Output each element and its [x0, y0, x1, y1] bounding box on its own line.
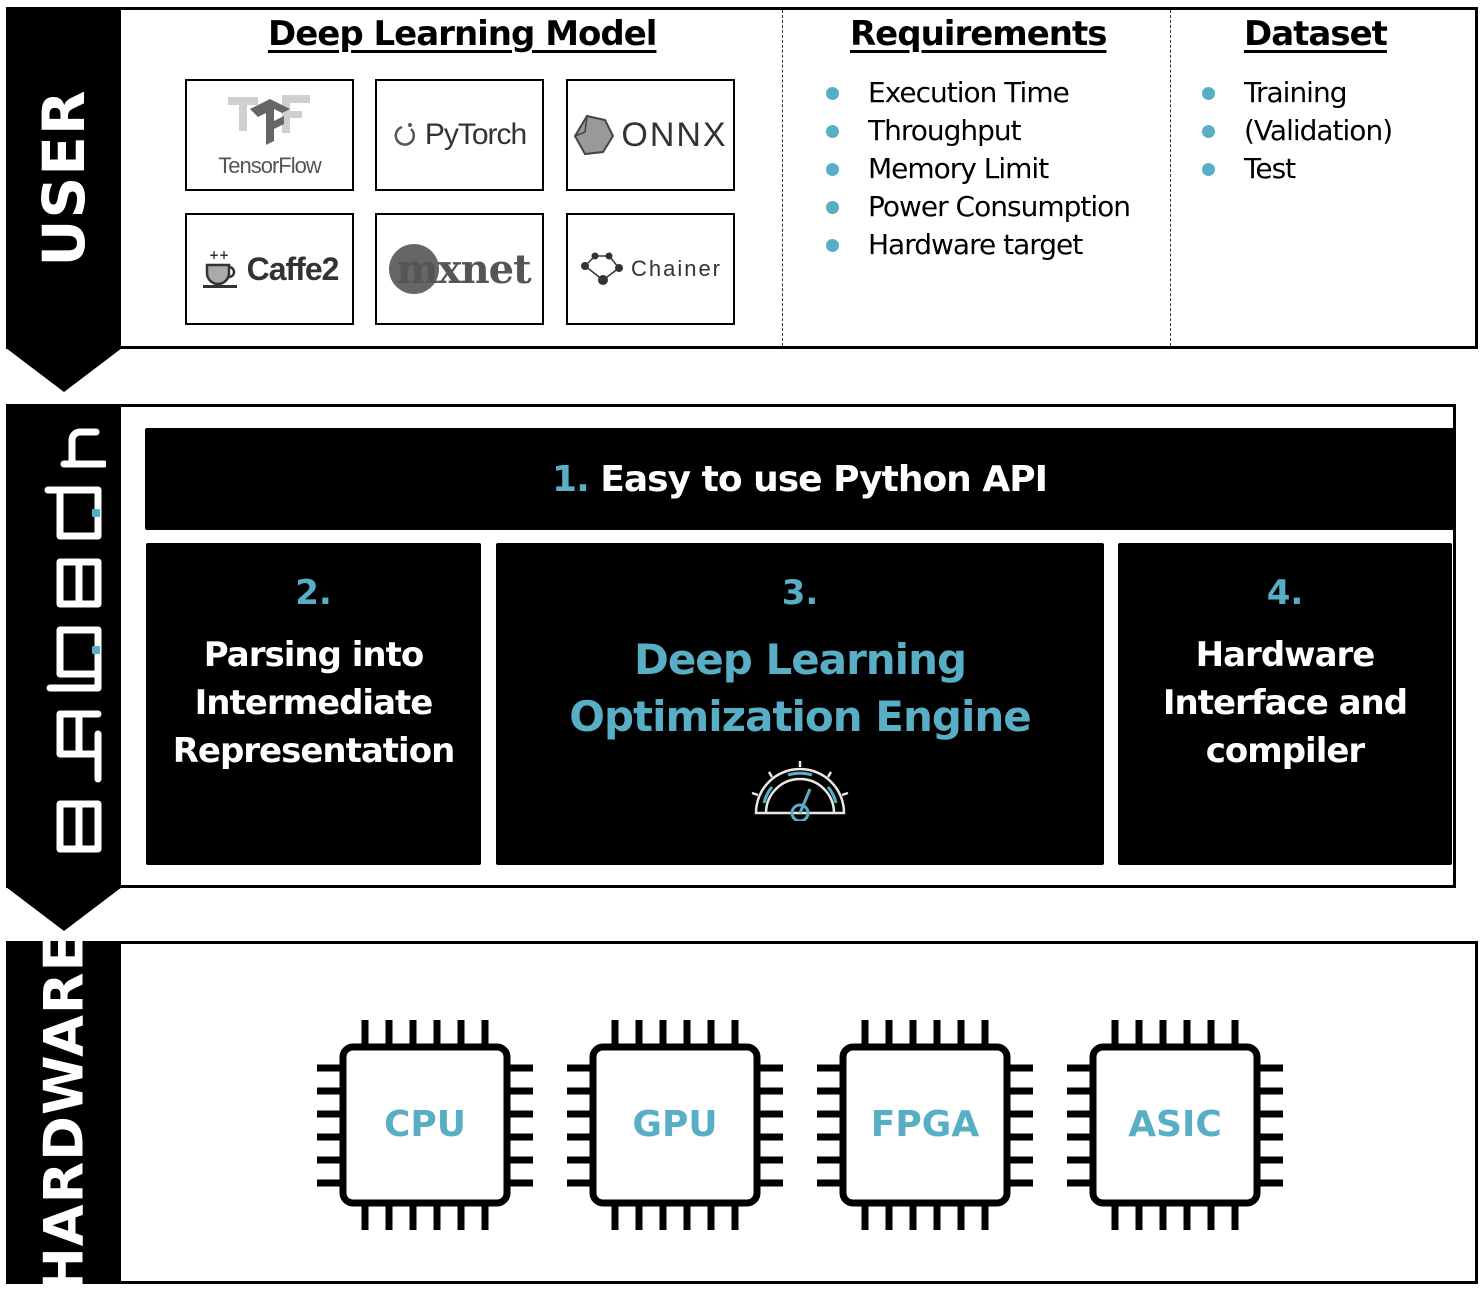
requirement-item: Execution Time	[826, 74, 1130, 112]
framework-name: Caffe2	[246, 250, 340, 287]
logo-dot	[92, 646, 100, 654]
down-arrow-icon	[6, 348, 122, 392]
svg-text:++: ++	[209, 248, 229, 262]
chip-body	[839, 1043, 1011, 1207]
framework-pytorch: PyTorch	[375, 79, 544, 191]
optimization-engine-block: 3. Deep Learning Optimization Engine	[496, 543, 1104, 865]
framework-name: mxnet	[396, 245, 531, 293]
caffe2-logo-icon: ++	[202, 248, 237, 288]
dataset-list: Training (Validation) Test	[1202, 74, 1393, 188]
dataset-title: Dataset	[1244, 14, 1388, 54]
deep-learning-model-title: Deep Learning Model	[268, 14, 657, 54]
speedometer-icon	[751, 761, 849, 821]
bullet-icon	[1202, 163, 1215, 176]
bullet-icon	[826, 239, 839, 252]
dataset-item: Training	[1202, 74, 1392, 112]
chip-label: GPU	[632, 1104, 718, 1145]
step-text: Parsing into Intermediate Representation	[172, 635, 456, 771]
bullet-icon	[826, 87, 839, 100]
framework-tensorflow: TensorFlow	[185, 79, 354, 191]
framework-name: TensorFlow	[218, 153, 321, 178]
step-number: 2.	[295, 573, 332, 613]
chip-label: FPGA	[870, 1104, 980, 1145]
requirement-item: Power Consumption	[826, 188, 1131, 226]
chip-asic: ASIC	[1065, 1018, 1285, 1232]
user-band	[6, 7, 122, 349]
step-text: Hardware Interface and compiler	[1162, 635, 1408, 771]
dataset-item: Test	[1202, 150, 1392, 188]
logo-dot	[92, 509, 100, 517]
chip-label: CPU	[383, 1104, 467, 1145]
framework-name: PyTorch	[424, 118, 527, 151]
framework-name: ONNX	[621, 115, 728, 154]
requirement-item: Throughput	[826, 112, 1130, 150]
mxnet-logo-icon	[389, 244, 440, 294]
column-divider	[1170, 10, 1171, 346]
requirement-item: Hardware target	[826, 226, 1130, 264]
step-number: 1.	[552, 458, 590, 500]
bullet-icon	[826, 125, 839, 138]
framework-chainer: Chainer	[566, 213, 735, 325]
chip-cpu: CPU	[315, 1018, 535, 1232]
parsing-block: 2. Parsing into Intermediate Representat…	[146, 543, 481, 865]
down-arrow-icon	[6, 887, 122, 931]
hardware-band	[6, 941, 122, 1284]
framework-mxnet: mxnet	[375, 213, 544, 325]
hardware-band-label: HARDWARE	[32, 933, 96, 1291]
chip-body	[339, 1043, 511, 1207]
user-band-label: USER	[30, 89, 98, 267]
bullet-icon	[1202, 125, 1215, 138]
chip-icon	[317, 1020, 533, 1230]
chip-gpu: GPU	[565, 1018, 785, 1232]
embedl-logo-icon	[44, 428, 106, 853]
bullet-icon	[826, 163, 839, 176]
chip-label: ASIC	[1128, 1104, 1222, 1145]
chainer-logo-icon	[580, 252, 623, 285]
user-section: USER	[6, 7, 1478, 392]
bullet-icon	[1202, 87, 1215, 100]
framework-caffe2: ++ Caffe2	[185, 213, 354, 325]
dataset-item: (Validation)	[1202, 112, 1393, 150]
requirements-list: Execution Time Throughput Memory Limit P…	[826, 74, 1131, 264]
requirements-title: Requirements	[850, 14, 1107, 54]
chip-fpga: FPGA	[815, 1018, 1035, 1232]
chip-icon	[817, 1020, 1033, 1230]
chip-icon	[1067, 1020, 1283, 1230]
hardware-interface-block: 4. Hardware Interface and compiler	[1118, 543, 1452, 865]
framework-name: Chainer	[630, 256, 723, 281]
python-api-block: 1. Easy to use Python API	[145, 428, 1454, 530]
requirement-item: Memory Limit	[826, 150, 1130, 188]
step-text: Easy to use Python API	[600, 458, 1048, 500]
pytorch-logo-icon	[394, 123, 415, 146]
framework-onnx: ONNX	[566, 79, 735, 191]
chip-icon	[567, 1020, 783, 1230]
bullet-icon	[826, 201, 839, 214]
tensorflow-logo-icon	[227, 95, 310, 145]
step-number: 3.	[781, 573, 819, 613]
column-divider	[782, 10, 783, 346]
onnx-logo-icon	[574, 114, 615, 156]
step-text: Deep Learning Optimization Engine	[569, 635, 1031, 741]
step-number: 4.	[1266, 573, 1304, 613]
chip-body	[1089, 1043, 1261, 1207]
chip-body	[589, 1043, 761, 1207]
